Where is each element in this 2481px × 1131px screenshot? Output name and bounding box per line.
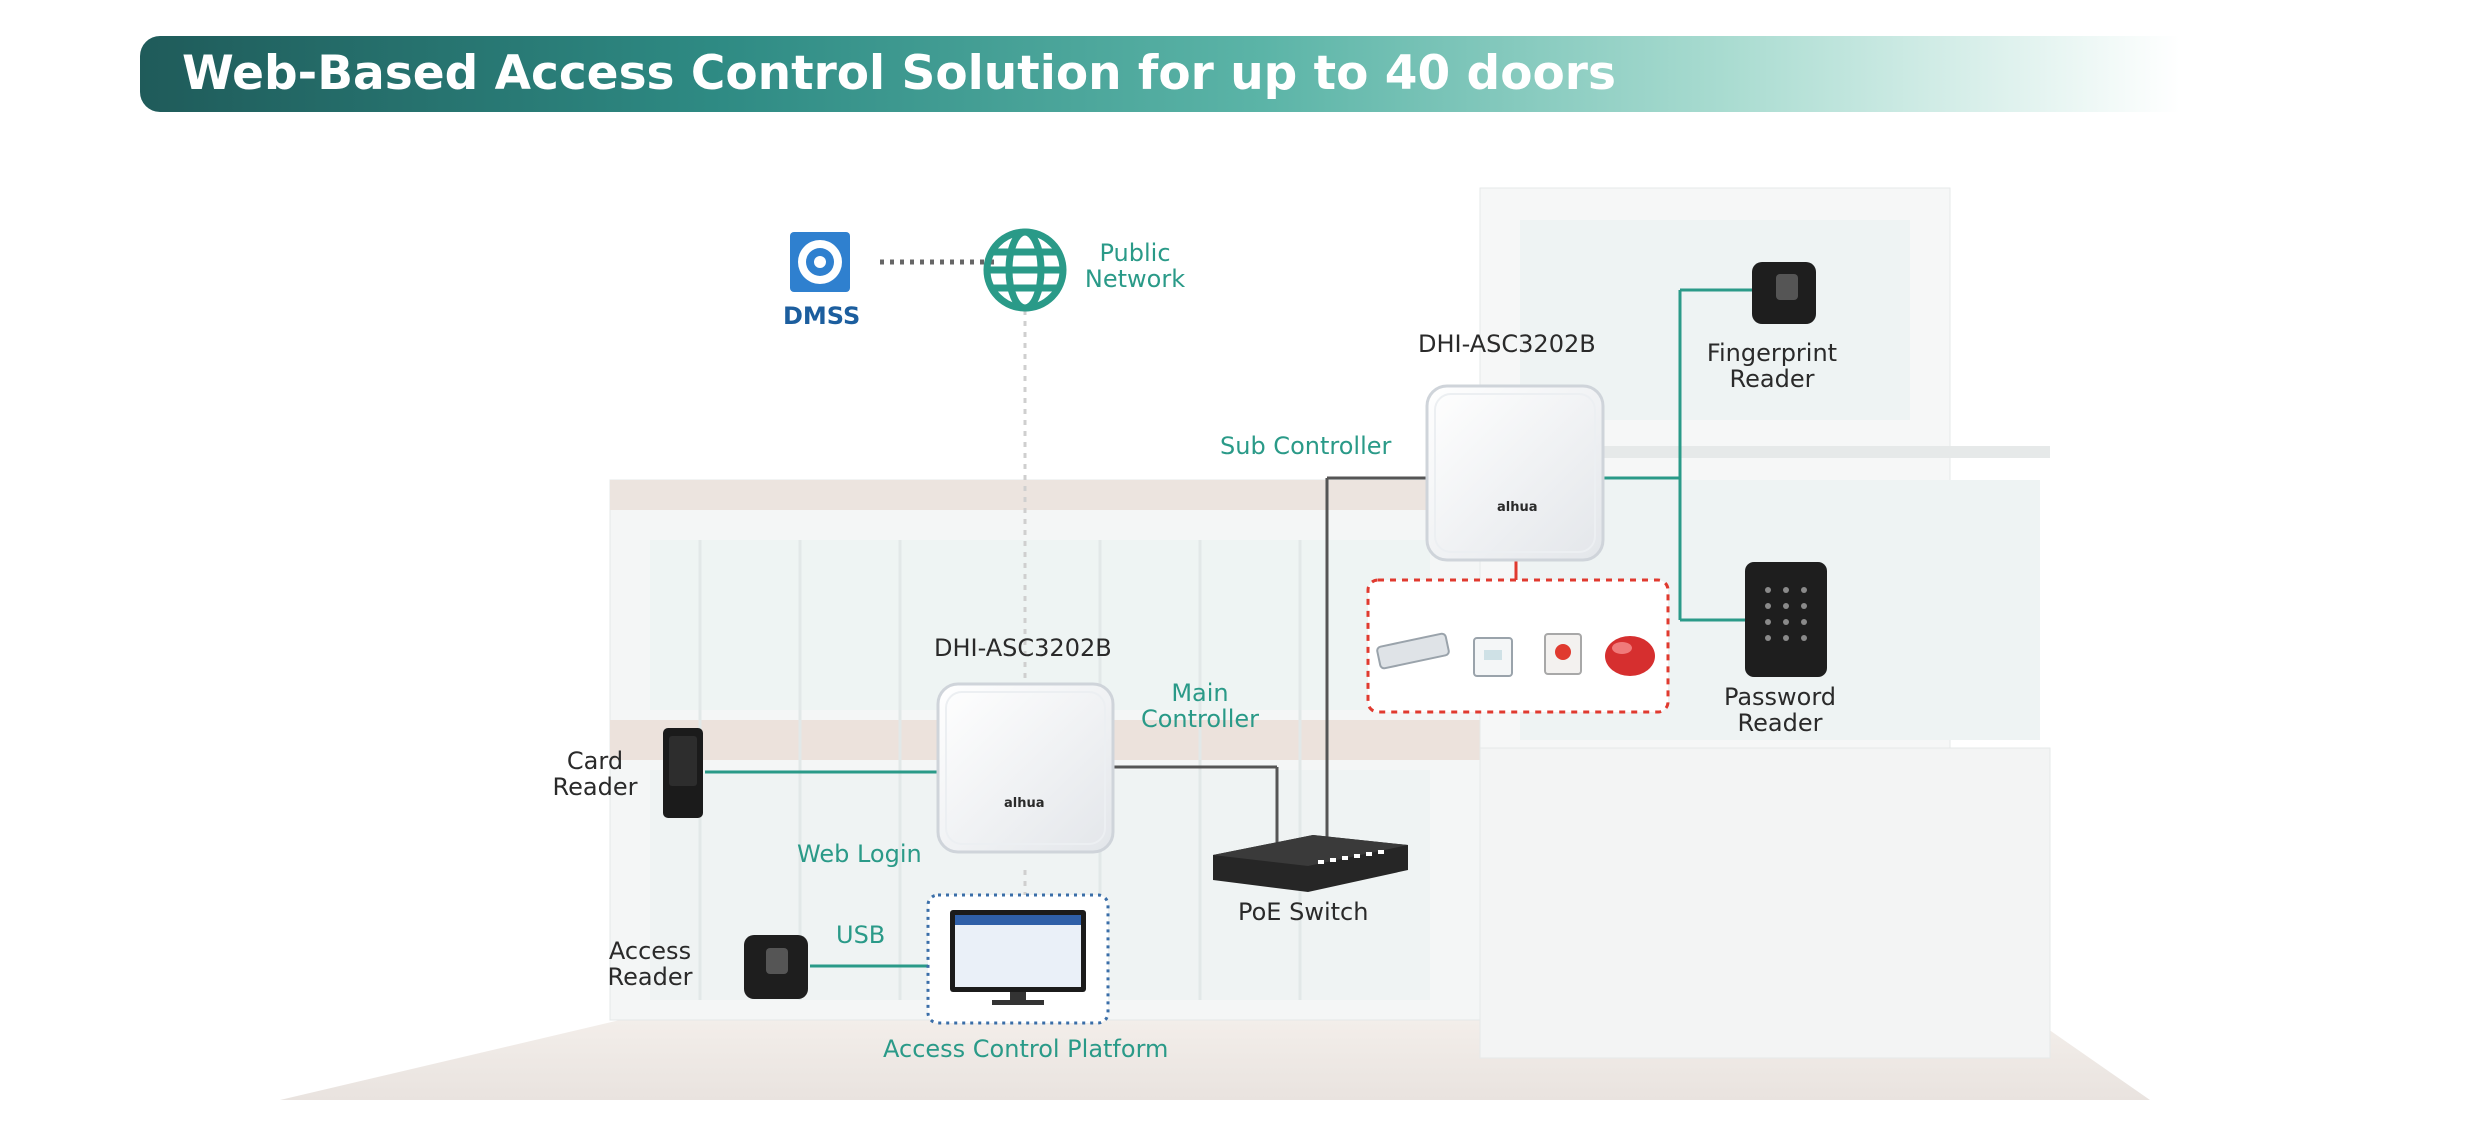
public-network-label: Public Network	[1080, 240, 1190, 292]
fingerprint-reader-line2: Reader	[1729, 365, 1815, 393]
magnetic-lock-icon	[1376, 632, 1450, 670]
poe-switch-label: PoE Switch	[1238, 898, 1369, 926]
fingerprint-reader-label: Fingerprint Reader	[1697, 340, 1847, 392]
card-reader-line2: Reader	[552, 773, 638, 801]
public-network-line2: Network	[1084, 265, 1186, 293]
sub-controller-device	[1425, 384, 1605, 562]
dmss-label: DMSS	[783, 302, 861, 330]
fingerprint-reader-line1: Fingerprint	[1706, 339, 1838, 367]
access-reader-label: Access Reader	[600, 938, 700, 990]
dmss-app-icon	[790, 232, 850, 292]
main-controller-role-line1: Main	[1171, 679, 1229, 707]
alarm-siren-icon	[1605, 636, 1655, 676]
page-title: Web-Based Access Control Solution for up…	[182, 46, 1616, 101]
title-banner	[140, 36, 2180, 112]
platform-label: Access Control Platform	[883, 1035, 1169, 1063]
main-controller-role-line2: Controller	[1140, 705, 1260, 733]
globe-icon	[983, 228, 1067, 312]
main-controller-role: Main Controller	[1130, 680, 1270, 732]
building-base	[1479, 747, 2051, 1059]
monitor-icon	[950, 910, 1086, 1005]
keypad-reader-icon	[1745, 562, 1827, 677]
fingerprint-reader-icon	[1752, 262, 1816, 324]
alarm-devices-frame	[1366, 578, 1670, 714]
public-network-line1: Public	[1099, 239, 1171, 267]
usb-label: USB	[836, 921, 886, 949]
poe-switch-icon	[1213, 835, 1408, 892]
password-reader-label: Password Reader	[1710, 684, 1850, 736]
card-reader-icon	[663, 728, 703, 818]
main-controller-model: DHI-ASC3202B	[934, 634, 1112, 662]
emergency-button-icon	[1544, 633, 1582, 675]
exit-button-icon	[1473, 637, 1513, 677]
sub-controller-model: DHI-ASC3202B	[1418, 330, 1596, 358]
access-reader-line1: Access	[608, 937, 692, 965]
sub-controller-role: Sub Controller	[1220, 432, 1392, 460]
access-reader-icon	[744, 935, 808, 999]
password-reader-line2: Reader	[1737, 709, 1823, 737]
main-controller-device	[936, 682, 1115, 854]
web-login-label: Web Login	[797, 840, 922, 868]
access-reader-line2: Reader	[607, 963, 693, 991]
password-reader-line1: Password	[1723, 683, 1837, 711]
roof-slab	[610, 480, 1480, 510]
sub-controller-brand: alhua	[1497, 500, 1538, 515]
main-controller-brand: alhua	[1004, 796, 1045, 811]
card-reader-label: Card Reader	[545, 748, 645, 800]
card-reader-line1: Card	[566, 747, 624, 775]
